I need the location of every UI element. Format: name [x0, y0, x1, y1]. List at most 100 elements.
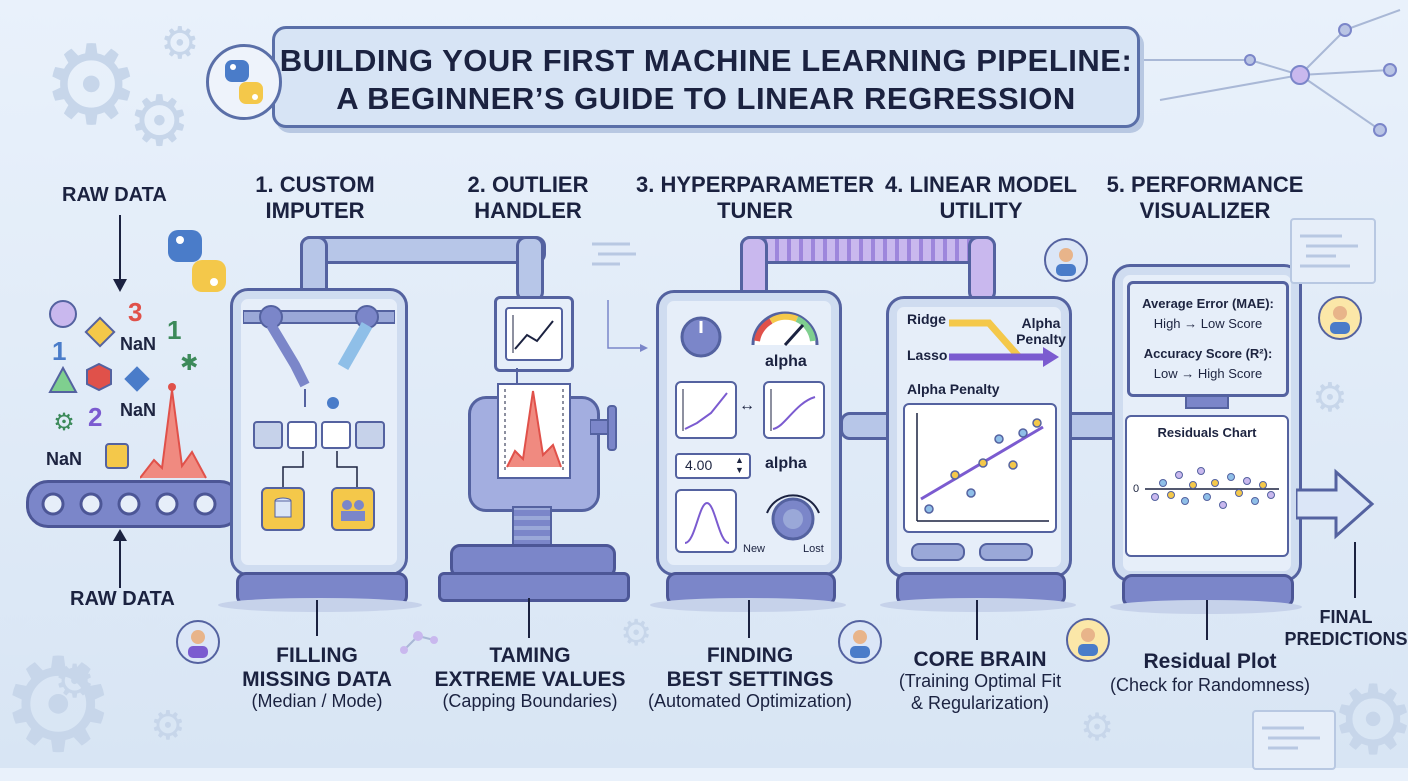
avatar: [1318, 296, 1362, 340]
alpha-penalty-arrow-label: Alpha Penalty: [1016, 315, 1066, 347]
svg-text:✱: ✱: [180, 351, 198, 376]
pipe: [740, 236, 996, 264]
machine-base: [438, 572, 630, 602]
conveyor-belt: [26, 480, 242, 528]
alpha-stepper[interactable]: 4.00 ▲▼: [675, 453, 751, 479]
raw-token: 1: [52, 336, 67, 366]
raw-token: 3: [128, 297, 143, 327]
code-lines-decoration: [592, 242, 648, 352]
control-slot: [911, 543, 965, 561]
raw-data-top-label: RAW DATA: [62, 184, 167, 206]
avatar: [1066, 618, 1110, 662]
regression-plot: [903, 403, 1057, 533]
stage-2-subcaption: (Capping Boundaries): [442, 691, 618, 711]
pipe: [300, 236, 546, 264]
ridge-label: Ridge: [907, 311, 946, 327]
tuning-knob-icon[interactable]: [753, 489, 833, 549]
visualizer-machine: Average Error (MAE): High → Low Score Ac…: [1112, 264, 1302, 582]
r2-label: Accuracy Score (R²):: [1143, 346, 1273, 361]
stage-1-subcaption: (Median / Mode): [251, 691, 383, 711]
stage-5-caption: Residual Plot: [1143, 650, 1277, 673]
stage-3-caption: FINDING BEST SETTINGS: [666, 644, 834, 691]
control-slot: [979, 543, 1033, 561]
stage-2-title: 2. OUTLIER HANDLER: [467, 172, 589, 223]
mae-label: Average Error (MAE):: [1142, 296, 1274, 311]
raw-token: NaN: [120, 400, 157, 420]
code-window-decoration: [1252, 710, 1336, 770]
gear-icon: ⚙: [1312, 375, 1348, 421]
gear-icon: ⚙: [1080, 705, 1115, 749]
database-icon: [261, 487, 305, 531]
title-line-2: A BEGINNER’S GUIDE TO LINEAR REGRESSION: [336, 81, 1076, 116]
gear-icon: ⚙: [54, 654, 96, 708]
connector-lines: [282, 451, 358, 487]
stage-5-subcaption: (Check for Randomness): [1109, 675, 1311, 695]
residuals-chart: Residuals Chart 0: [1125, 415, 1289, 557]
alpha-value: 4.00: [685, 457, 713, 473]
stepper-arrows-icon[interactable]: ▲▼: [735, 455, 744, 475]
final-predictions-label: FINAL PREDICTIONS: [1284, 607, 1408, 649]
gear-icon: ⚙: [160, 18, 200, 69]
stage-1-caption: FILLING MISSING DATA: [242, 644, 392, 691]
gear-icon: ⚙: [150, 703, 186, 749]
pipe: [968, 236, 996, 302]
curve-panel: [763, 381, 825, 439]
outlier-chart: [497, 383, 571, 479]
alpha-penalty-label: Alpha Penalty: [907, 381, 1000, 397]
stage-4-caption: CORE BRAIN: [913, 648, 1047, 671]
avatar: [1044, 238, 1088, 282]
zero-label: 0: [1133, 483, 1140, 495]
title-line-1: BUILDING YOUR FIRST MACHINE LEARNING PIP…: [279, 43, 1133, 78]
code-window-decoration: [1290, 218, 1376, 284]
stage-2-caption: TAMING EXTREME VALUES: [434, 644, 626, 691]
curve-panel: [675, 381, 737, 439]
knob-right-label: Lost: [803, 543, 824, 555]
pipe: [516, 236, 544, 302]
raw-data-shapes: ⚙ ✱: [48, 300, 198, 469]
network-decoration: [1140, 9, 1401, 137]
raw-token: NaN: [120, 334, 157, 354]
raw-token: 1: [167, 315, 182, 345]
connector-line: [316, 600, 318, 636]
tuner-machine: alpha ↔ 4.00 ▲▼ alpha New Lost: [656, 290, 842, 576]
down-arrow-icon: [113, 215, 127, 292]
gear-icon: ⚙: [128, 80, 191, 162]
avatar: [838, 620, 882, 664]
robot-arms-icon: [243, 305, 395, 409]
residuals-title: Residuals Chart: [1157, 425, 1257, 440]
raw-token: NaN: [46, 449, 83, 469]
vise-handle-icon: [590, 405, 617, 451]
gear-icon: ⚙: [620, 613, 653, 654]
stage-3-subcaption: (Automated Optimization): [647, 691, 853, 711]
gear-icon: ⚙: [1330, 664, 1408, 776]
outlier-spike-icon: [140, 383, 207, 479]
avatar: [176, 620, 220, 664]
regularization-arrow-icon: [949, 319, 1059, 367]
gear-icon: ⚙: [0, 629, 117, 781]
raw-token: 2: [88, 402, 103, 432]
shadow: [218, 598, 422, 612]
r2-value: Low → High Score: [1153, 366, 1263, 381]
stage-1-title: 1. CUSTOM IMPUTER: [255, 172, 375, 223]
vise-clamp: [468, 383, 600, 512]
users-icon: [331, 487, 375, 531]
tuning-knob-icon: [680, 316, 722, 358]
stage-4-subcaption: (Training Optimal Fit & Regularization): [898, 671, 1062, 713]
alpha-gauge-icon: [751, 311, 819, 347]
curve-panel: [675, 489, 737, 553]
data-cells: [253, 421, 385, 449]
vise-screw: [512, 506, 552, 548]
mae-value: High → Low Score: [1153, 316, 1263, 331]
alpha-input-label: alpha: [765, 455, 807, 472]
imputer-machine: [230, 288, 408, 576]
stage-4-title: 4. LINEAR MODEL UTILITY: [885, 172, 1077, 223]
up-arrow-icon: [113, 529, 127, 588]
stage-3-title: 3. HYPERPARAMETER TUNER: [636, 172, 874, 223]
compare-arrow-icon: ↔: [739, 397, 755, 414]
gear-icon: ⚙: [42, 21, 141, 149]
knob-left-label: New: [743, 543, 766, 555]
metrics-screen: Average Error (MAE): High → Low Score Ac…: [1127, 281, 1289, 397]
python-logo-icon: [168, 230, 226, 292]
output-arrow-icon: [1296, 468, 1375, 540]
python-logo-icon: [206, 44, 282, 120]
